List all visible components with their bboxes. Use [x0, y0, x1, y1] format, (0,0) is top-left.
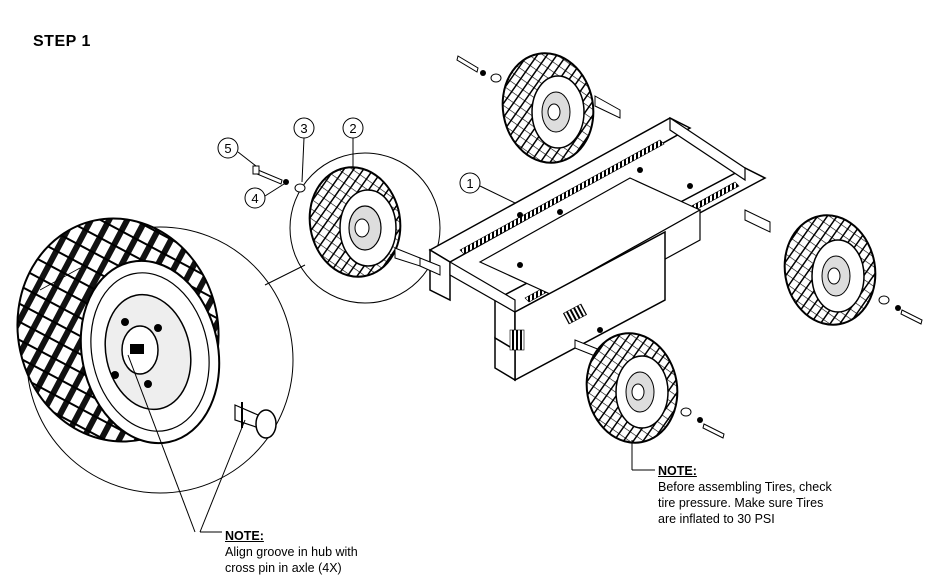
- note-heading: NOTE:: [658, 464, 697, 478]
- note-line: Align groove in hub with: [225, 545, 358, 559]
- detail-connector-line: [264, 264, 306, 286]
- callout-1: 1: [459, 172, 516, 204]
- hub-alignment-note: NOTE: Align groove in hub with cross pin…: [225, 528, 358, 576]
- hub-detail-view: [16, 217, 294, 494]
- tire-pressure-note: NOTE: Before assembling Tires, check tir…: [658, 463, 832, 527]
- svg-text:5: 5: [224, 141, 231, 156]
- detail-connector-line: [39, 267, 81, 291]
- svg-text:4: 4: [251, 191, 258, 206]
- wheel-hardware-left: [252, 165, 306, 193]
- svg-text:2: 2: [349, 121, 356, 136]
- wheel-hardware-rear-left: [456, 55, 502, 83]
- cart-frame: [419, 95, 771, 382]
- note-line: tire pressure. Make sure Tires: [658, 496, 824, 510]
- wheel-rear-right: [783, 214, 877, 326]
- svg-text:1: 1: [466, 176, 473, 191]
- note-line: Before assembling Tires, check: [658, 480, 832, 494]
- wheel-right-front: [585, 332, 679, 444]
- wheel-detail-circle: [289, 152, 441, 304]
- wheel-hardware-right: [878, 295, 923, 325]
- callout-4: 4: [244, 183, 285, 209]
- wheel-hardware-front-right: [680, 407, 725, 439]
- callout-5: 5: [217, 137, 257, 167]
- wheel-left-front: [308, 166, 421, 278]
- callout-2: 2: [342, 117, 364, 170]
- svg-text:3: 3: [300, 121, 307, 136]
- note-line: cross pin in axle (4X): [225, 561, 342, 575]
- step-title: STEP 1: [33, 33, 91, 50]
- note-heading: NOTE:: [225, 529, 264, 543]
- wheel-rear-left: [501, 52, 595, 164]
- callout-3: 3: [293, 117, 315, 183]
- detail-axle: [234, 402, 277, 439]
- detail-tire: [16, 217, 221, 445]
- tire-note-leader: [631, 440, 655, 471]
- note-line: are inflated to 30 PSI: [658, 512, 775, 526]
- hub-note-leader: [127, 354, 246, 533]
